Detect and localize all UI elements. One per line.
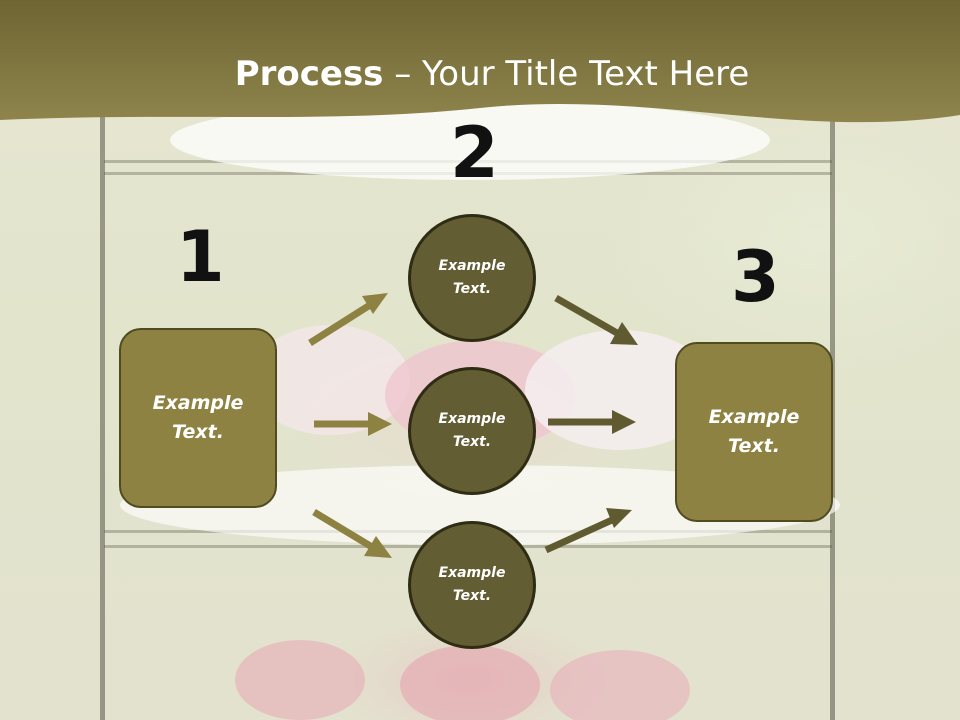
step-3-text-line2: Text. — [728, 435, 780, 457]
circle-middle-text-line1: Example — [438, 411, 506, 427]
step-3-text-line1: Example — [708, 406, 800, 428]
step-3-box: Example Text. — [675, 342, 833, 522]
title-bold: Process — [234, 54, 384, 94]
step-1-text-line2: Text. — [172, 421, 224, 443]
title-banner — [0, 0, 960, 123]
step-number-3: 3 — [731, 236, 780, 318]
circle-top-text-line2: Text. — [452, 281, 492, 297]
step-2-circle-bottom: Example Text. — [408, 521, 536, 649]
step-2-circle-middle: Example Text. — [408, 367, 536, 495]
circle-bottom-text-line1: Example — [438, 565, 506, 581]
step-2-circle-top: Example Text. — [408, 214, 536, 342]
arrow-from-circle-bottom — [544, 508, 632, 554]
circle-middle-text-line2: Text. — [452, 434, 492, 450]
slide-title: Process – Your Title Text Here — [0, 52, 960, 96]
arrow-to-circle-bottom — [312, 509, 392, 558]
arrow-from-circle-middle — [548, 410, 636, 434]
arrow-from-circle-top — [554, 294, 638, 345]
title-rest: – Your Title Text Here — [383, 54, 750, 94]
step-1-text-line1: Example — [152, 392, 244, 414]
step-1-box: Example Text. — [119, 328, 277, 508]
arrow-to-circle-middle — [314, 412, 392, 436]
arrow-to-circle-top — [308, 293, 388, 346]
step-number-1: 1 — [176, 216, 225, 298]
step-number-2: 2 — [450, 112, 499, 194]
circle-top-text-line1: Example — [438, 258, 506, 274]
circle-bottom-text-line2: Text. — [452, 588, 492, 604]
